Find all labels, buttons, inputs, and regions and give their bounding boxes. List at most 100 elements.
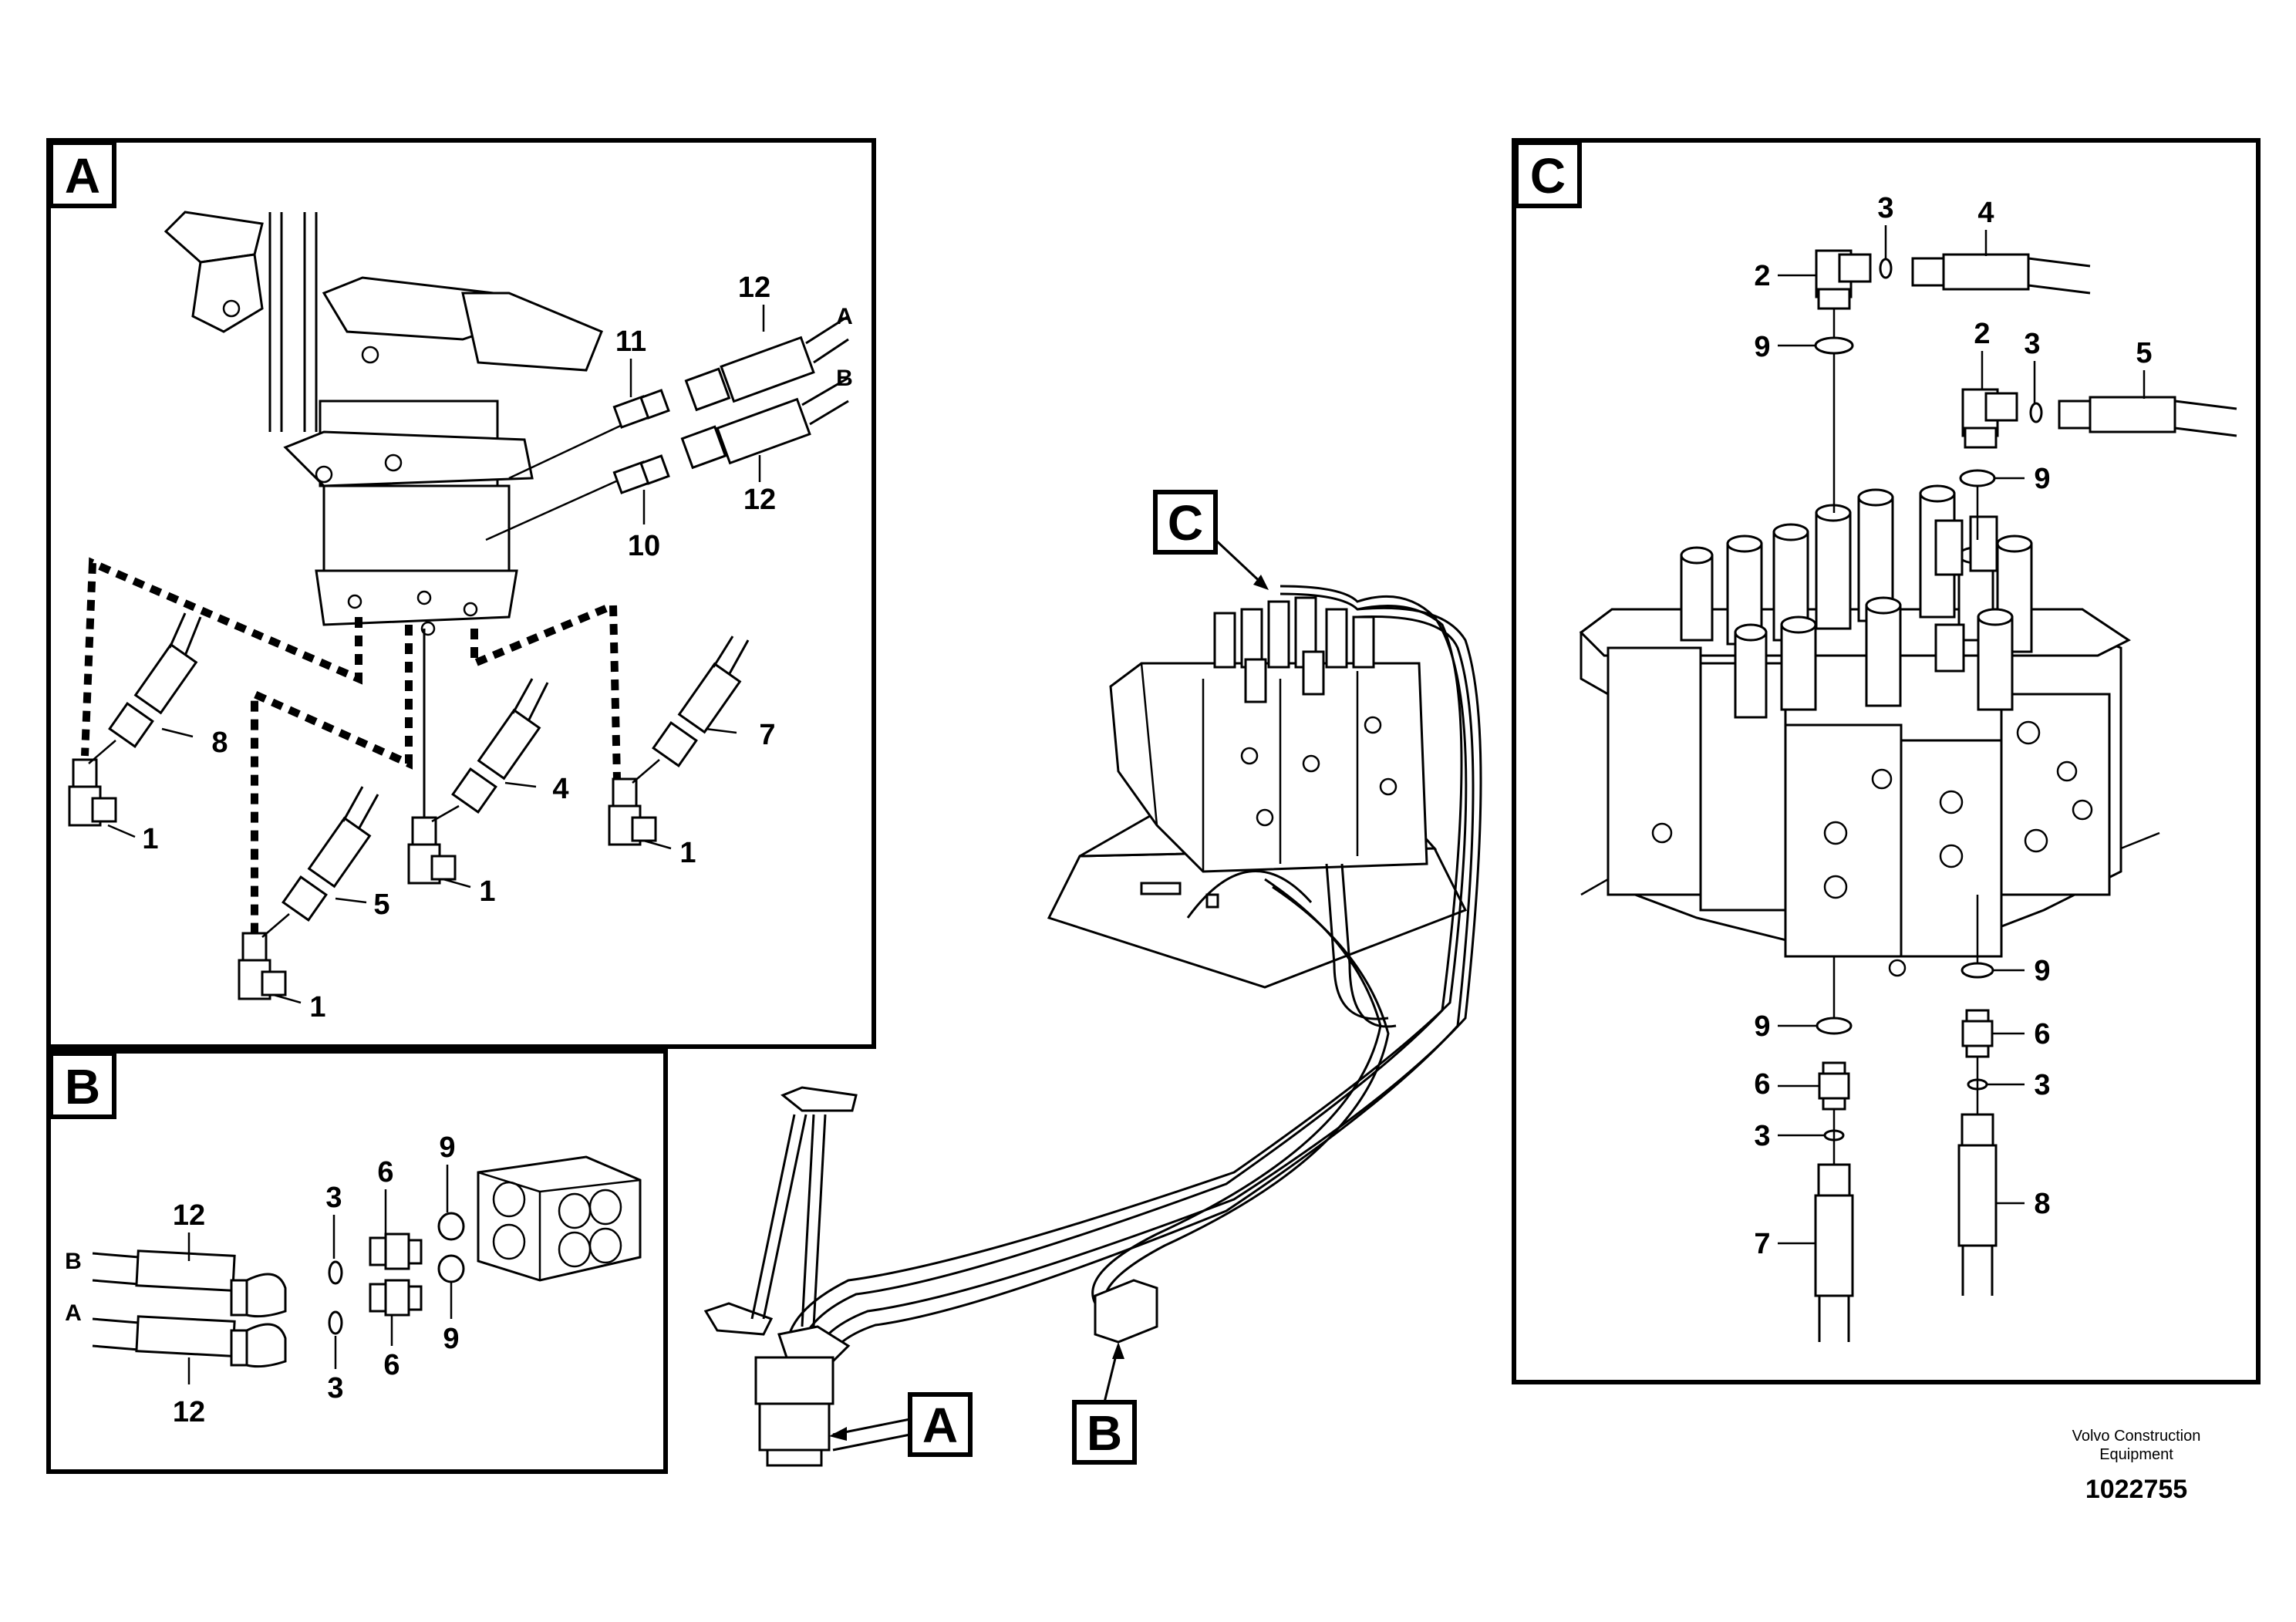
hose-end-a-panel: A bbox=[65, 1300, 82, 1326]
panel-c-tag: C bbox=[1530, 148, 1566, 204]
callout-c-box bbox=[1153, 490, 1218, 555]
panel-c-tag-box bbox=[1514, 140, 1582, 208]
pedal-valve-drawing bbox=[164, 211, 603, 636]
company-line-2: Equipment bbox=[2099, 1446, 2173, 1463]
callout-b: B bbox=[1087, 1405, 1122, 1461]
overview-connector-block bbox=[1094, 1279, 1158, 1344]
label-12-upper: 12 bbox=[738, 271, 770, 304]
label-3-b-upper: 3 bbox=[325, 1182, 342, 1214]
hose-12-b-upper bbox=[92, 1249, 287, 1318]
label-9-b-lower: 9 bbox=[443, 1323, 459, 1355]
callout-a-box bbox=[908, 1392, 973, 1457]
label-5: 5 bbox=[373, 889, 389, 921]
dashed-route-1 bbox=[81, 557, 362, 757]
label-4-c: 4 bbox=[1977, 197, 1994, 229]
callout-c: C bbox=[1168, 495, 1203, 551]
panel-b-frame bbox=[46, 1049, 668, 1474]
panel-c: C bbox=[1512, 138, 2261, 1384]
hose-end-a: A bbox=[836, 304, 853, 329]
overview-drawing bbox=[703, 585, 1482, 1467]
drawing-number: 1022755 bbox=[2085, 1475, 2188, 1504]
oring-9-c-lower-left bbox=[1816, 1017, 1853, 1035]
label-10: 10 bbox=[628, 530, 660, 562]
connector-block bbox=[477, 1155, 642, 1282]
label-3-c-right: 3 bbox=[2024, 328, 2040, 360]
oring-9-c-upper-right bbox=[1959, 469, 1996, 487]
label-8: 8 bbox=[211, 727, 228, 759]
label-4: 4 bbox=[552, 773, 568, 805]
panel-a: A bbox=[46, 138, 876, 1049]
label-3-c-lower-left: 3 bbox=[1754, 1120, 1770, 1152]
label-5-c: 5 bbox=[2136, 337, 2152, 369]
hose-8 bbox=[88, 612, 202, 764]
label-6-c-left: 6 bbox=[1754, 1068, 1770, 1101]
label-11: 11 bbox=[615, 325, 646, 358]
elbow-2-left bbox=[1815, 249, 1872, 310]
hose-end-b: B bbox=[836, 366, 853, 391]
overview-pedal-valve bbox=[703, 1086, 858, 1467]
label-2-c-upper: 2 bbox=[1754, 260, 1770, 292]
hose-7-c bbox=[1814, 1163, 1854, 1342]
footer: Volvo Construction Equipment 1022755 bbox=[2021, 1427, 2252, 1505]
main-callouts: C A B bbox=[829, 490, 1269, 1465]
label-9-b-upper: 9 bbox=[439, 1131, 455, 1164]
hose-4 bbox=[431, 678, 549, 823]
panel-a-tag: A bbox=[65, 148, 100, 204]
callout-a: A bbox=[922, 1398, 958, 1453]
label-9-c-lower-left: 9 bbox=[1754, 1010, 1770, 1043]
label-3-b-lower: 3 bbox=[327, 1372, 343, 1404]
panel-b-labels: 12 B A 12 3 3 6 6 9 9 bbox=[65, 1131, 459, 1428]
panel-a-labels: 12 11 A B 12 10 8 1 4 1 7 1 5 1 bbox=[107, 271, 853, 1023]
label-12-b-lower: 12 bbox=[173, 1396, 205, 1428]
elbow-1-left bbox=[68, 758, 117, 827]
elbow-1-right bbox=[608, 777, 657, 846]
hose-8-c bbox=[1957, 1113, 1998, 1296]
label-9-c-upper-right: 9 bbox=[2034, 463, 2050, 495]
panel-b-tag: B bbox=[65, 1059, 100, 1114]
label-1-left: 1 bbox=[142, 823, 158, 855]
label-6-c-right: 6 bbox=[2034, 1018, 2050, 1050]
label-6-b-upper: 6 bbox=[377, 1156, 393, 1189]
control-valve-drawing bbox=[1579, 484, 2160, 977]
hose-5-c bbox=[2058, 396, 2237, 437]
panel-a-frame bbox=[46, 138, 876, 1049]
hose-4-c bbox=[1911, 253, 2091, 295]
adapter-6-b-upper bbox=[369, 1233, 423, 1270]
panel-c-labels: 2 3 4 9 2 3 5 9 9 9 6 6 3 3 bbox=[1754, 192, 2152, 1260]
oring-3-c-upper bbox=[1879, 258, 1893, 279]
elbow-2-right bbox=[1961, 388, 2018, 449]
hose-end-b-panel: B bbox=[65, 1249, 82, 1274]
label-1-bottom: 1 bbox=[309, 991, 325, 1023]
fitting-10 bbox=[612, 454, 670, 494]
oring-9-c-upper-left bbox=[1814, 336, 1854, 355]
label-2-c-right: 2 bbox=[1974, 318, 1990, 350]
hose-7 bbox=[632, 636, 750, 784]
hose-12-lower bbox=[680, 376, 849, 470]
panel-a-tag-box bbox=[49, 140, 116, 208]
oring-3-b-upper bbox=[328, 1260, 343, 1285]
label-3-c-lower-right: 3 bbox=[2034, 1069, 2050, 1101]
label-3-c-upper: 3 bbox=[1877, 192, 1893, 224]
hose-12-b-lower bbox=[92, 1315, 287, 1368]
label-1-right: 1 bbox=[679, 837, 696, 869]
oring-9-b-upper bbox=[437, 1212, 465, 1241]
elbow-1-bottom bbox=[238, 932, 287, 1000]
oring-9-c-lower-right bbox=[1961, 962, 1994, 979]
hose-5 bbox=[261, 786, 379, 938]
label-7: 7 bbox=[759, 719, 775, 751]
label-1-mid: 1 bbox=[479, 875, 495, 908]
label-12-b-upper: 12 bbox=[173, 1199, 205, 1232]
company-line-1: Volvo Construction bbox=[2072, 1428, 2201, 1445]
panel-b: B bbox=[46, 1049, 668, 1474]
spool-caps bbox=[1680, 484, 2033, 719]
label-9-c-upper-left: 9 bbox=[1754, 331, 1770, 363]
oring-3-c-right bbox=[2029, 402, 2043, 423]
panel-b-tag-box bbox=[49, 1051, 116, 1119]
fitting-11 bbox=[612, 389, 670, 429]
elbow-1-mid bbox=[407, 816, 457, 885]
label-12-lower: 12 bbox=[743, 484, 776, 516]
dashed-route-2 bbox=[251, 625, 413, 933]
label-6-b-lower: 6 bbox=[383, 1349, 400, 1381]
label-8-c: 8 bbox=[2034, 1188, 2050, 1220]
